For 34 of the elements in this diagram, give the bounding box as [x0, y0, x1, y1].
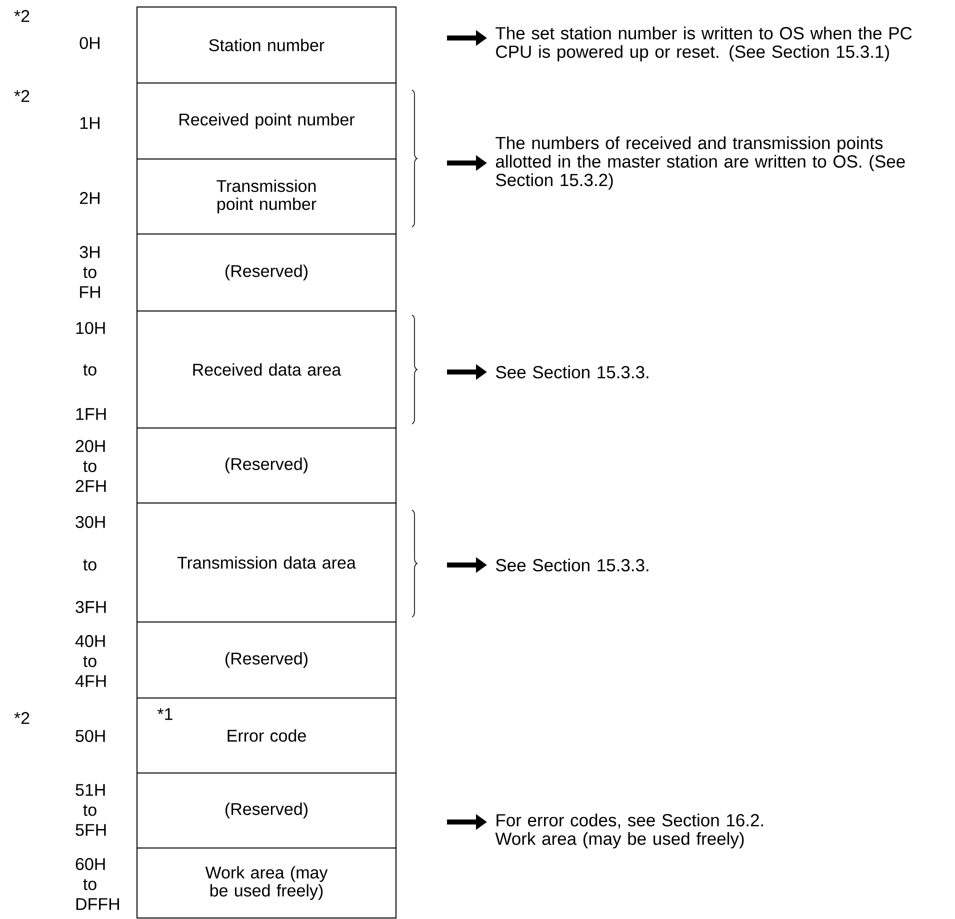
memory-cell: (Reserved)	[136, 428, 396, 504]
description-text: See Section 15.3.3.	[496, 366, 648, 378]
memory-cell: Error code *1	[136, 698, 396, 774]
description-text: The set station number is written to OS when the PC CPU is powered up or reset. (See Section 15.3.1)	[496, 26, 912, 62]
address-label: 1FH	[76, 408, 106, 420]
address-label: *2	[14, 712, 30, 724]
address-label: to	[83, 364, 96, 376]
description-text: The numbers of received and transmission points allotted in the master station are written to OS. (See Section 15.3.2)	[496, 136, 905, 190]
memory-cell: (Reserved)	[136, 622, 396, 698]
address-label: 50H	[76, 730, 105, 742]
address-label: 3H to FH	[80, 246, 100, 298]
memory-cell: (Reserved)	[136, 772, 396, 848]
memory-cell: Transmission data area	[136, 502, 396, 622]
memory-cell: Work area (may be used freely)	[136, 848, 396, 918]
address-label: 30H	[76, 516, 105, 528]
address-label: *2	[14, 10, 30, 22]
address-label: 51H to 5FH	[76, 784, 106, 836]
address-label: 2H	[80, 192, 100, 204]
description-text: See Section 15.3.3.	[496, 558, 648, 572]
address-label: 3FH	[76, 600, 106, 614]
address-label: to	[83, 559, 96, 571]
memory-cell: Transmission point number	[136, 158, 396, 234]
address-label: 10H	[76, 322, 105, 334]
memory-cell: Received point number	[136, 82, 396, 160]
address-label: *2	[14, 90, 30, 102]
address-label: 60H to DFFH	[76, 858, 119, 910]
address-label: 0H	[80, 36, 100, 50]
address-label: 40H to 4FH	[75, 635, 106, 687]
address-label: 1H	[80, 117, 100, 129]
memory-cell: Station number	[136, 6, 396, 84]
description-text: For error codes, see Section 16.2. Work area (may be used freely)	[495, 814, 763, 848]
memory-cell: Received data area	[136, 310, 396, 428]
memory-cell: (Reserved)	[136, 234, 396, 312]
address-label: 20H to 2FH	[76, 440, 106, 492]
